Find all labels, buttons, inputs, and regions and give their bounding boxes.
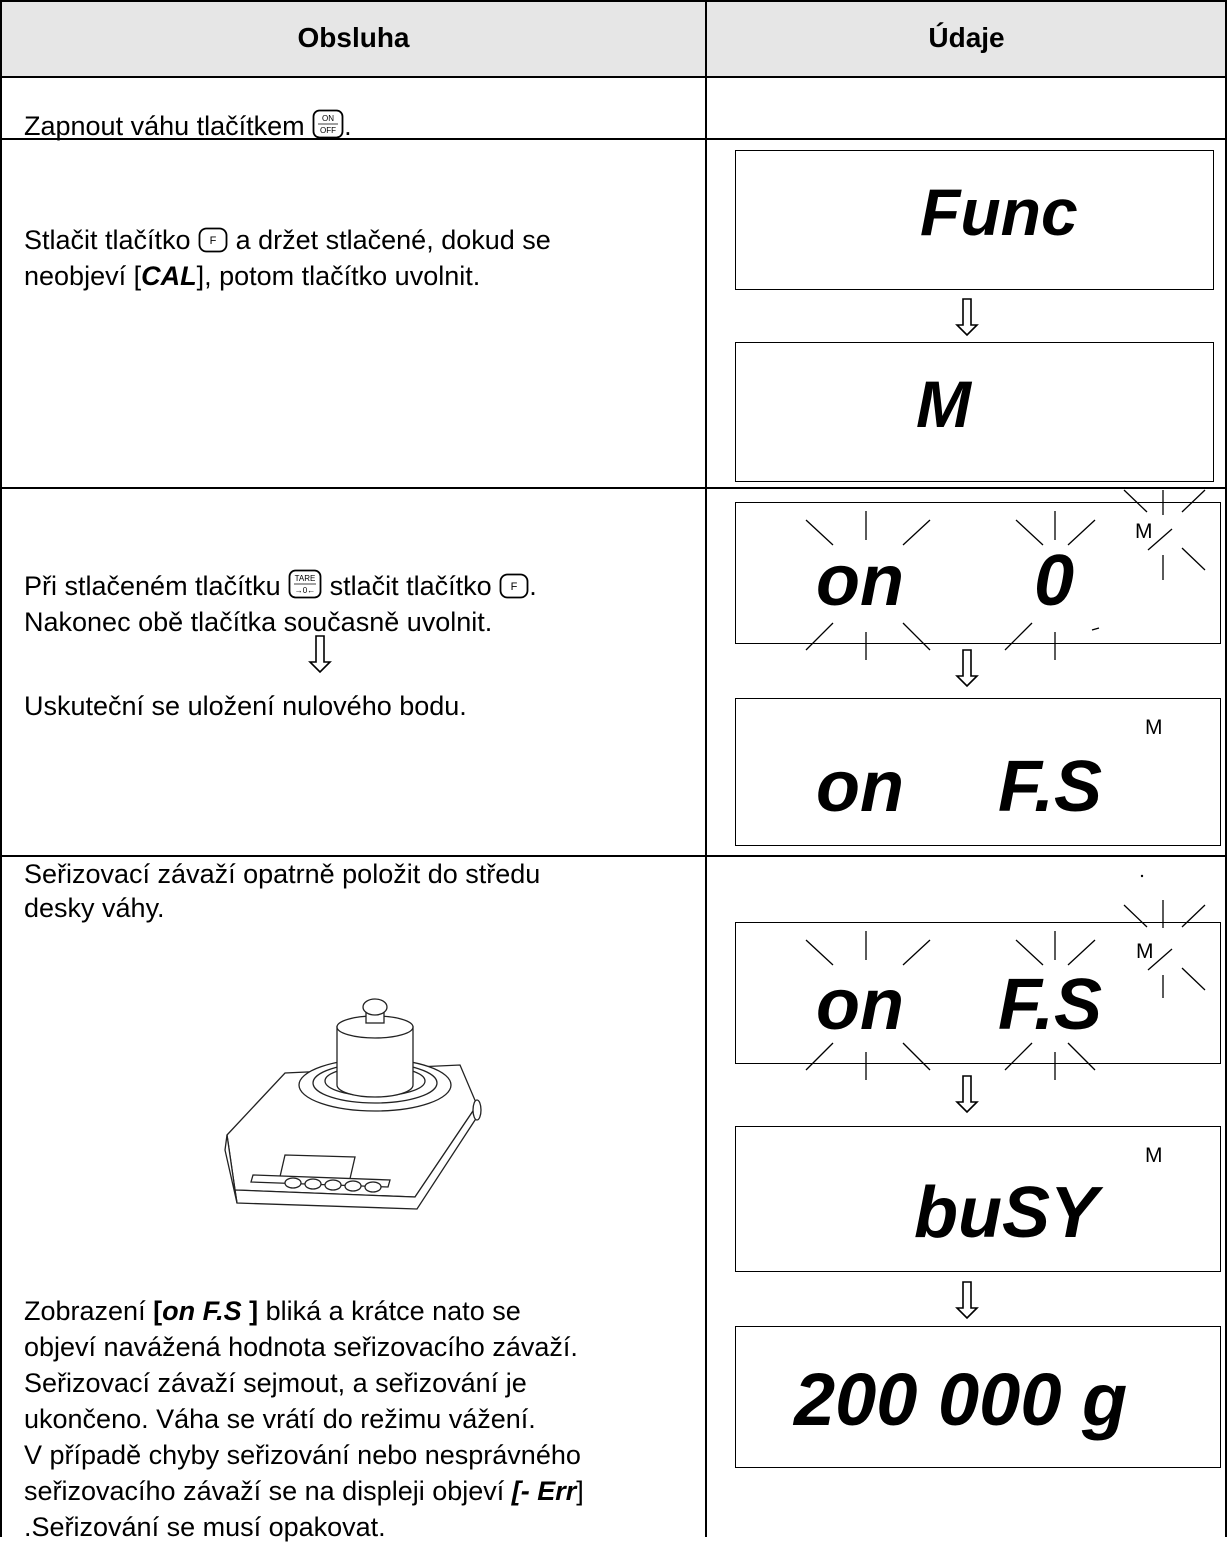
table-border-top <box>0 0 1227 2</box>
display-m-text: M <box>916 367 971 441</box>
display-on-fs: on F.S M <box>735 698 1221 846</box>
display-func: Func <box>735 150 1214 290</box>
down-arrow-icon <box>308 635 332 674</box>
row2-line1-text-a: Stlačit tlačítko <box>24 225 191 255</box>
display-m: M <box>735 342 1214 482</box>
row3-line3: Uskuteční se uložení nulového bodu. <box>24 691 467 721</box>
row2-line2: neobjeví [CAL], potom tlačítko uvolnit. <box>24 258 480 294</box>
header-cell-right: Údaje <box>707 0 1226 76</box>
row4-p2-line5: V případě chyby seřizování nebo nesprávn… <box>24 1440 581 1470</box>
display-func-text: Func <box>920 175 1078 249</box>
row4-p2-l6-bracket: ] <box>576 1476 584 1506</box>
row1-period: . <box>344 111 352 141</box>
header-cell-left: Obsluha <box>1 0 706 76</box>
svg-text:→0←: →0← <box>295 586 315 595</box>
row4-p1-line1: Seřizovací závaží opatrně položit do stř… <box>24 859 541 889</box>
bracket-open: [ <box>153 1296 163 1326</box>
f-key-icon: F <box>499 572 529 608</box>
row2-line1-text-b: a držet stlačené, dokud se <box>235 225 551 255</box>
row3-line1-text-b: stlačit tlačítko <box>329 571 492 601</box>
display-on-fs-left: on <box>816 747 904 827</box>
row4-p2-line3: Seřizovací závaží sejmout, a seřizování … <box>24 1368 527 1398</box>
row-divider-header <box>0 76 1227 78</box>
row-divider-1 <box>0 138 1227 140</box>
table-border-right <box>1225 0 1227 1537</box>
display-on-fs-blinking: on F.S M <box>735 922 1221 1064</box>
down-arrow-icon <box>955 649 979 688</box>
display-on-zero-left: on <box>816 541 904 621</box>
row4-p1-line2: desky váhy. <box>24 893 165 923</box>
table-column-divider <box>705 0 707 1537</box>
row4-p2-line2: objeví navážená hodnota seřizovacího záv… <box>24 1332 578 1362</box>
display-on-fs-right: F.S <box>998 747 1103 827</box>
bracket-close: ] <box>241 1296 259 1326</box>
column-title-display: Údaje <box>928 22 1005 53</box>
tare-key-icon: TARE →0← <box>288 569 322 608</box>
row4-p2-line1: Zobrazení [on F.S ] bliká a krátce nato … <box>24 1293 521 1329</box>
row1-text: Zapnout váhu tlačítkem <box>24 111 305 141</box>
display-on-fs-mark: M <box>1145 716 1163 739</box>
row3-line2: Nakonec obě tlačítka současně uvolnit. <box>24 607 493 637</box>
display-on-fs-blinking-mark: M <box>1136 940 1154 963</box>
row3-line1: Při stlačeném tlačítku TARE →0← stlačit t… <box>24 568 537 608</box>
balance-with-weight-illustration <box>224 998 482 1210</box>
down-arrow-icon <box>955 1075 979 1114</box>
display-on-fs-blinking-left: on <box>816 965 904 1045</box>
row4-p2-l1-text-a: Zobrazení <box>24 1296 154 1326</box>
display-weight-value: 200 000 g <box>735 1326 1221 1468</box>
down-arrow-icon <box>955 1281 979 1320</box>
cal-label: CAL <box>141 261 197 291</box>
table-border-left <box>0 0 2 1537</box>
row2-line2-text-a: neobjeví [ <box>24 261 142 291</box>
row4-p2-l1-text-b: bliká a krátce nato se <box>258 1296 521 1326</box>
row4-p2-line6: seřizovacího závaží se na displeji objev… <box>24 1473 584 1509</box>
row3-line1-text-a: Při stlačeném tlačítku <box>24 571 281 601</box>
display-busy-text: buSY <box>914 1173 1099 1253</box>
svg-text:ON: ON <box>322 114 334 123</box>
column-title-operation: Obsluha <box>297 22 410 53</box>
err-label: [- Err <box>511 1476 577 1506</box>
display-busy: buSY M <box>735 1126 1221 1272</box>
display-weight-value-text: 200 000 g <box>794 1358 1128 1441</box>
row4-p2-line4: ukončeno. Váha se vrátí do režimu vážení… <box>24 1404 536 1434</box>
down-arrow-icon <box>955 298 979 337</box>
row-divider-2 <box>0 487 1227 489</box>
row1-instruction: Zapnout váhu tlačítkem ON OFF . <box>24 108 352 148</box>
svg-text:F: F <box>210 235 217 247</box>
on-fs-label: on F.S <box>162 1296 242 1326</box>
svg-text:TARE: TARE <box>295 574 316 583</box>
display-on-zero: on 0 M <box>735 502 1221 644</box>
display-on-fs-blinking-right: F.S <box>998 965 1103 1045</box>
row4-p2-l6-text-a: seřizovacího závaží se na displeji objev… <box>24 1476 512 1506</box>
row2-line1: Stlačit tlačítko F a držet stlačené, dok… <box>24 222 551 262</box>
row-divider-3 <box>0 855 1227 857</box>
svg-text:F: F <box>511 581 518 593</box>
row2-line2-text-b: ], potom tlačítko uvolnit. <box>196 261 481 291</box>
display-on-zero-mark: M <box>1135 520 1153 543</box>
svg-text:OFF: OFF <box>320 126 336 135</box>
f-key-icon: F <box>198 226 228 262</box>
display-on-zero-right: 0 <box>1034 541 1075 621</box>
display-busy-mark: M <box>1145 1144 1163 1167</box>
row3-line1-period: . <box>529 571 537 601</box>
on-off-key-icon: ON OFF <box>312 109 344 148</box>
